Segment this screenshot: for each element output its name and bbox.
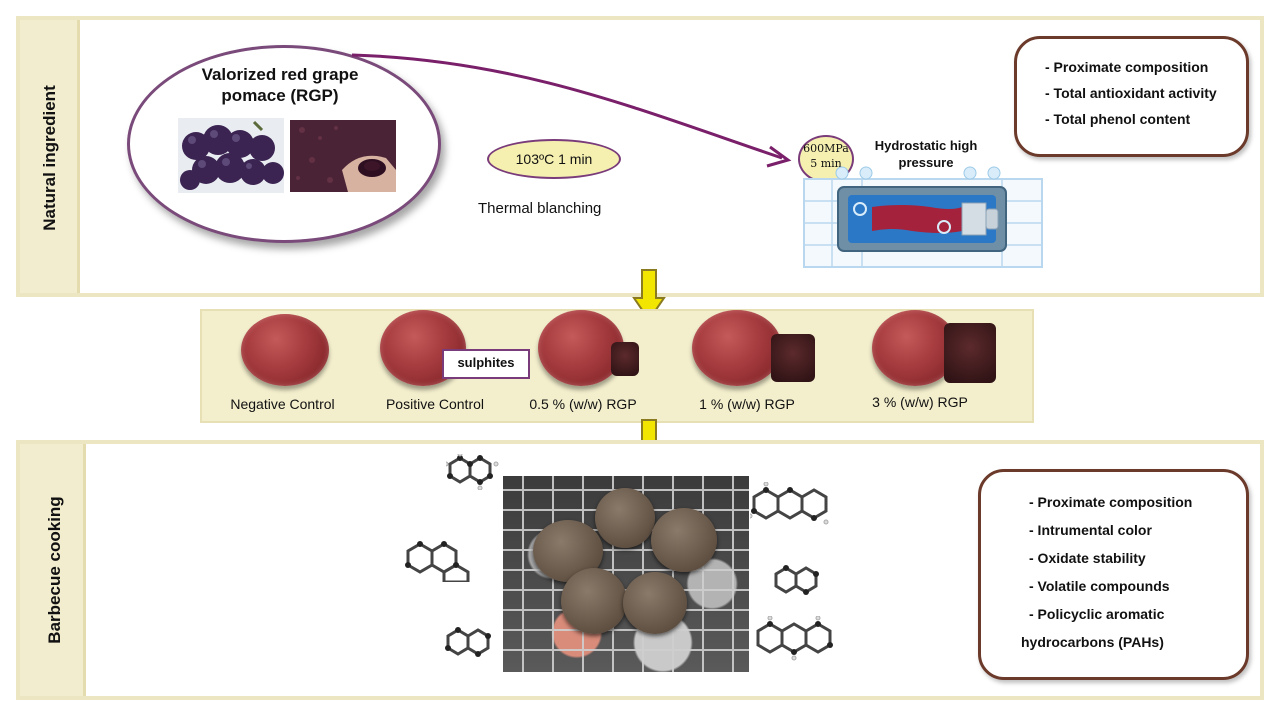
ingredient-analysis-item: - Proximate composition <box>1045 59 1209 75</box>
sample-label-3: 3 % (w/w) RGP <box>872 394 968 410</box>
pomace-image <box>290 120 396 192</box>
pah-molecule-icon <box>446 454 499 490</box>
ingredient-analysis-item: - Total phenol content <box>1045 111 1191 127</box>
ingredient-analyses-list: - Proximate composition - Total antioxid… <box>1045 59 1246 127</box>
hhp-label: Hydrostatic high pressure <box>874 138 978 170</box>
cooking-analyses-list: - Proximate composition - Intrumental co… <box>1021 494 1246 650</box>
rgp-1-patty <box>692 310 782 386</box>
negative-control-patty <box>241 314 329 386</box>
rgp-1-powder <box>771 334 815 382</box>
cooking-analysis-item: - Oxidate stability <box>1029 550 1146 566</box>
barbecue-cooking-label: Barbecue cooking <box>45 496 64 644</box>
pah-molecule-icon <box>750 482 829 525</box>
cooking-analysis-item: - Intrumental color <box>1029 522 1152 538</box>
pah-molecule-icon <box>756 616 833 661</box>
pah-molecule-icon <box>774 565 819 595</box>
rgp-3-patty <box>872 310 958 386</box>
hhp-vessel-icon <box>803 166 1043 268</box>
pah-molecule-icon <box>405 541 470 582</box>
pah-molecule-icon <box>445 627 491 657</box>
sample-label-positive: Positive Control <box>385 396 485 412</box>
rgp-3-powder <box>944 323 996 383</box>
thermal-blanching-label: Thermal blanching <box>478 200 602 217</box>
grilled-burger <box>595 488 655 548</box>
cooking-analysis-item: - Volatile compounds <box>1029 578 1170 594</box>
barbecue-cooking-tab <box>20 444 86 696</box>
natural-ingredient-tab <box>20 20 80 293</box>
hhp-condition-text: 600MPa 5 min <box>803 142 849 170</box>
grapes-image <box>178 118 284 193</box>
sample-label-0-5: 0.5 % (w/w) RGP <box>529 396 637 412</box>
rgp-title: Valorized red grape pomace (RGP) <box>201 65 359 105</box>
sample-label-1: 1 % (w/w) RGP <box>699 396 795 412</box>
cooking-analysis-item: - Policyclic aromatic <box>1029 606 1165 622</box>
process-arrow <box>351 53 792 168</box>
cooking-analyses-box: - Proximate composition - Intrumental co… <box>978 469 1249 680</box>
ingredient-analysis-item: - Total antioxidant activity <box>1045 85 1217 101</box>
barbecue-grill-image <box>503 476 749 672</box>
grilled-burger <box>623 572 687 634</box>
grilled-burger <box>651 508 717 572</box>
grilled-burger <box>561 568 627 634</box>
ingredient-analyses-box: - Proximate composition - Total antioxid… <box>1014 36 1249 157</box>
cooking-analysis-item: hydrocarbons (PAHs) <box>1021 634 1164 650</box>
cooking-analysis-item: - Proximate composition <box>1029 494 1193 510</box>
sample-label-negative: Negative Control <box>230 396 335 412</box>
blanching-condition-pill: 103ºC 1 min <box>487 139 621 179</box>
rgp-0-5-powder <box>611 342 639 376</box>
sulphites-tag: sulphites <box>442 349 530 379</box>
rgp-0-5-patty <box>538 310 624 386</box>
